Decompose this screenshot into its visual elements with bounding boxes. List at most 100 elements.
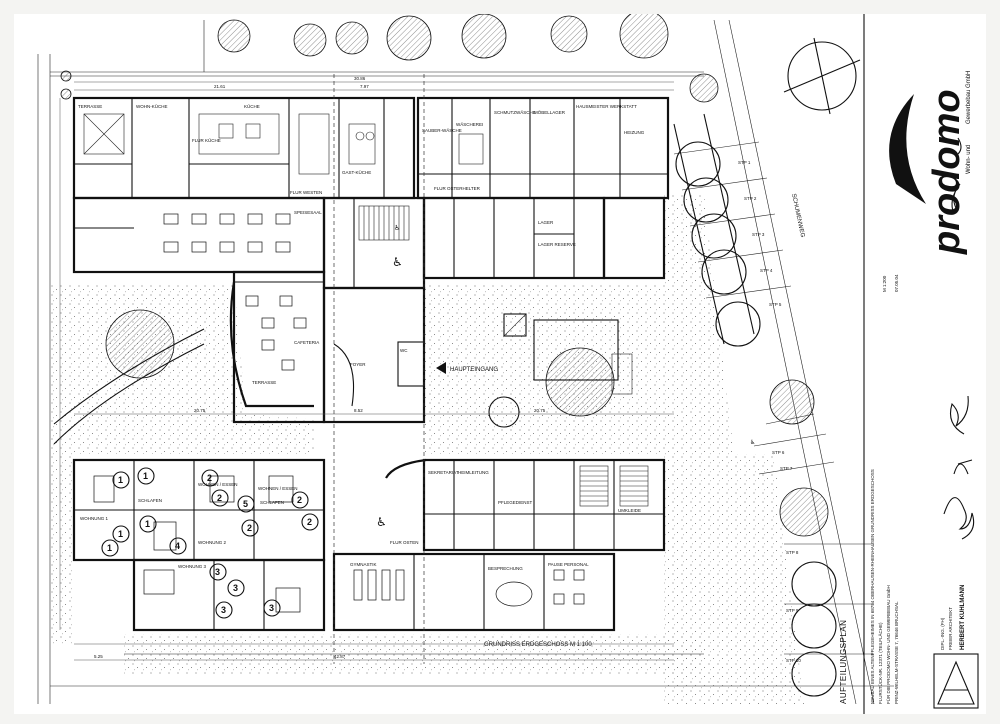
unit-number: 3 [269, 603, 274, 613]
unit-number: 2 [247, 523, 252, 533]
room-label: PAUSE PERSONAL [548, 562, 589, 567]
room-label: SCHLAFEN [138, 498, 162, 503]
room-label: FLUR OSTEN [390, 540, 419, 545]
main-entrance-marker: HAUPTEINGANG [436, 362, 498, 374]
signature [943, 463, 975, 540]
room-label: SAUBER-WÄSCHE [422, 127, 462, 133]
dimension-value: 21.61 [214, 84, 226, 89]
title-block: AUFTEILUNGSPLAN NEUBAU EINES ALTENPFLEGE… [839, 274, 979, 709]
street-name: SCHUMENWEG [790, 193, 805, 238]
unit-number: 3 [221, 605, 226, 615]
dimension-value: 5.25 [94, 654, 103, 659]
parking-stall-label: STP 7 [780, 466, 793, 471]
room-label: FLUR OSTERHELTER [434, 186, 481, 191]
plan-sheet: STP 1 STP 2 STP 3 STP 4 STP 5 STP 6 STP … [14, 9, 986, 714]
plan-date: 07.05.04 [894, 274, 899, 292]
parking-stall-label: STP 9 [786, 608, 799, 613]
project-line: PRINZ-WILHELM-STRASSE 7, 76646 BRUCHSAL [894, 601, 899, 704]
room-label: MÖBELLAGER [534, 109, 566, 115]
main-entrance-label: HAUPTEINGANG [450, 367, 498, 373]
architect-title: FREIER ARCHITEKT [948, 607, 953, 650]
room-label: FLUR KÜCHE [192, 137, 221, 143]
section-plan-title: AUFTEILUNGSPLAN [839, 620, 848, 704]
parking-stall-label: STP 6 [772, 450, 785, 455]
room-label: WOHN-KÜCHE [136, 103, 168, 109]
room-label: WOHNUNG 3 [178, 564, 206, 569]
unit-number: 4 [175, 541, 180, 551]
plan-title: GRUNDRISS ERDGESCHOSS M 1:100 [484, 642, 592, 648]
room-label: SPEISESAAL [294, 210, 322, 215]
central-wing: WC TERRASSE FOYER HAUPTEINGANG [229, 270, 633, 424]
unit-number: 2 [207, 473, 212, 483]
dining-tables [163, 213, 291, 253]
room-label: WOHNEN / ESSEN [258, 486, 298, 491]
south-wing: ♿ 1 1 1 1 1 2 2 2 2 2 3 3 3 3 4 5 WOHNEN… [72, 458, 666, 632]
dimension-value: 30.86 [354, 76, 366, 81]
north-wing: ♿ ♿ TERRASSE WOHN-KÜCHE FLUR KÜCHE KÜCHE… [72, 96, 670, 345]
unit-number: 1 [145, 519, 150, 529]
room-label: WOHNUNG 2 [198, 540, 226, 545]
terrace-label: TERRASSE [252, 380, 276, 385]
dimension-value: 20.75 [194, 408, 206, 413]
room-label: HAUSMEISTER WERKSTATT [576, 104, 637, 109]
logo-tagline: Wohn- und [966, 145, 972, 174]
room-label: GYMNASTIK [350, 562, 377, 567]
prodomo-logo: prodomo Wohn- und Gewerbebau GmbH [889, 71, 972, 255]
room-label: WOHNEN / ESSEN [198, 482, 238, 487]
architect-name: HERBERT KUHLMANN [960, 585, 966, 650]
unit-number: 1 [118, 475, 123, 485]
unit-number: 1 [107, 543, 112, 553]
accessible-wc-icon: ♿ [376, 515, 387, 529]
plan-scale: M 1:200 [882, 275, 887, 292]
room-label: SCHMUTZWÄSCHE [494, 109, 536, 115]
parking-stall-label: STP 10 [786, 658, 801, 663]
floor-plan: STP 1 STP 2 STP 3 STP 4 STP 5 STP 6 STP … [37, 9, 979, 714]
parking-stall-label: STP 5 [769, 302, 782, 307]
room-label: CAFETERIA [294, 340, 319, 345]
unit-number: 1 [143, 471, 148, 481]
accessible-wc-small-icon: ♿ [394, 224, 400, 232]
unit-number: 5 [243, 499, 248, 509]
dimension-value: 20.75 [534, 408, 546, 413]
room-label: GAST-KÜCHE [342, 169, 371, 175]
logo-brand: prodomo [926, 89, 968, 255]
dimension-value: 7.97 [360, 84, 369, 89]
unit-number: 3 [215, 567, 220, 577]
trees [60, 9, 829, 537]
room-label: SCHLAFEN [260, 500, 284, 505]
parking-stall-label: STP 4 [760, 268, 773, 273]
unit-number: 1 [118, 529, 123, 539]
parking-stall-label: STP 8 [786, 550, 799, 555]
room-label: FLUR WESTEN [290, 190, 322, 195]
room-label: WC [400, 348, 408, 353]
unit-number: 2 [217, 493, 222, 503]
logo-tagline: Gewerbebau GmbH [966, 71, 972, 124]
unit-number: 2 [297, 495, 302, 505]
room-label: WOHNUNG 1 [80, 516, 108, 521]
dimension-value: 8.52 [354, 408, 363, 413]
room-label: SEKRETARIAT [428, 470, 459, 475]
room-label: LAGER RESERVE [538, 242, 576, 247]
accessible-wc-icon: ♿ [392, 255, 403, 269]
room-label: WÄSCHEREI [456, 121, 483, 127]
architect-title: DIPL.-ING. (FH) [940, 617, 945, 650]
room-label: UMKLEIDE [618, 508, 641, 513]
dimension-lines: 30.86 21.61 7.97 20.75 8.52 20.75 42.87 … [59, 74, 674, 664]
garden-areas [50, 194, 804, 704]
room-label: LAGER [538, 220, 554, 225]
project-line: FÜR DIE PRODOMO WOHN- UND GEWERBEBAU Gmb… [885, 585, 891, 704]
unit-number: 3 [233, 583, 238, 593]
unit-numbers: 1 1 1 1 1 2 2 2 2 2 3 3 3 3 4 5 [101, 467, 319, 619]
unit-number: 2 [307, 517, 312, 527]
parking-stall-label: STP 3 [752, 232, 765, 237]
room-label: PFLEGEDIENST [498, 500, 533, 505]
parking-stall-label: STP 2 [744, 196, 757, 201]
parking-stall-label: STP 1 [738, 160, 751, 165]
project-line: FLURSTÜCK-NR. 12371 (TEILFLÄCHE) [877, 622, 883, 704]
room-label: TERRASSE [78, 104, 102, 109]
signature [949, 395, 973, 465]
foyer-label: FOYER [350, 362, 366, 367]
room-label: HEIMLEITUNG [458, 470, 489, 475]
project-line: NEUBAU EINES ALTENPFLEGEHEIMES IN 68794 … [870, 469, 875, 704]
dimension-value: 42.87 [334, 654, 346, 659]
